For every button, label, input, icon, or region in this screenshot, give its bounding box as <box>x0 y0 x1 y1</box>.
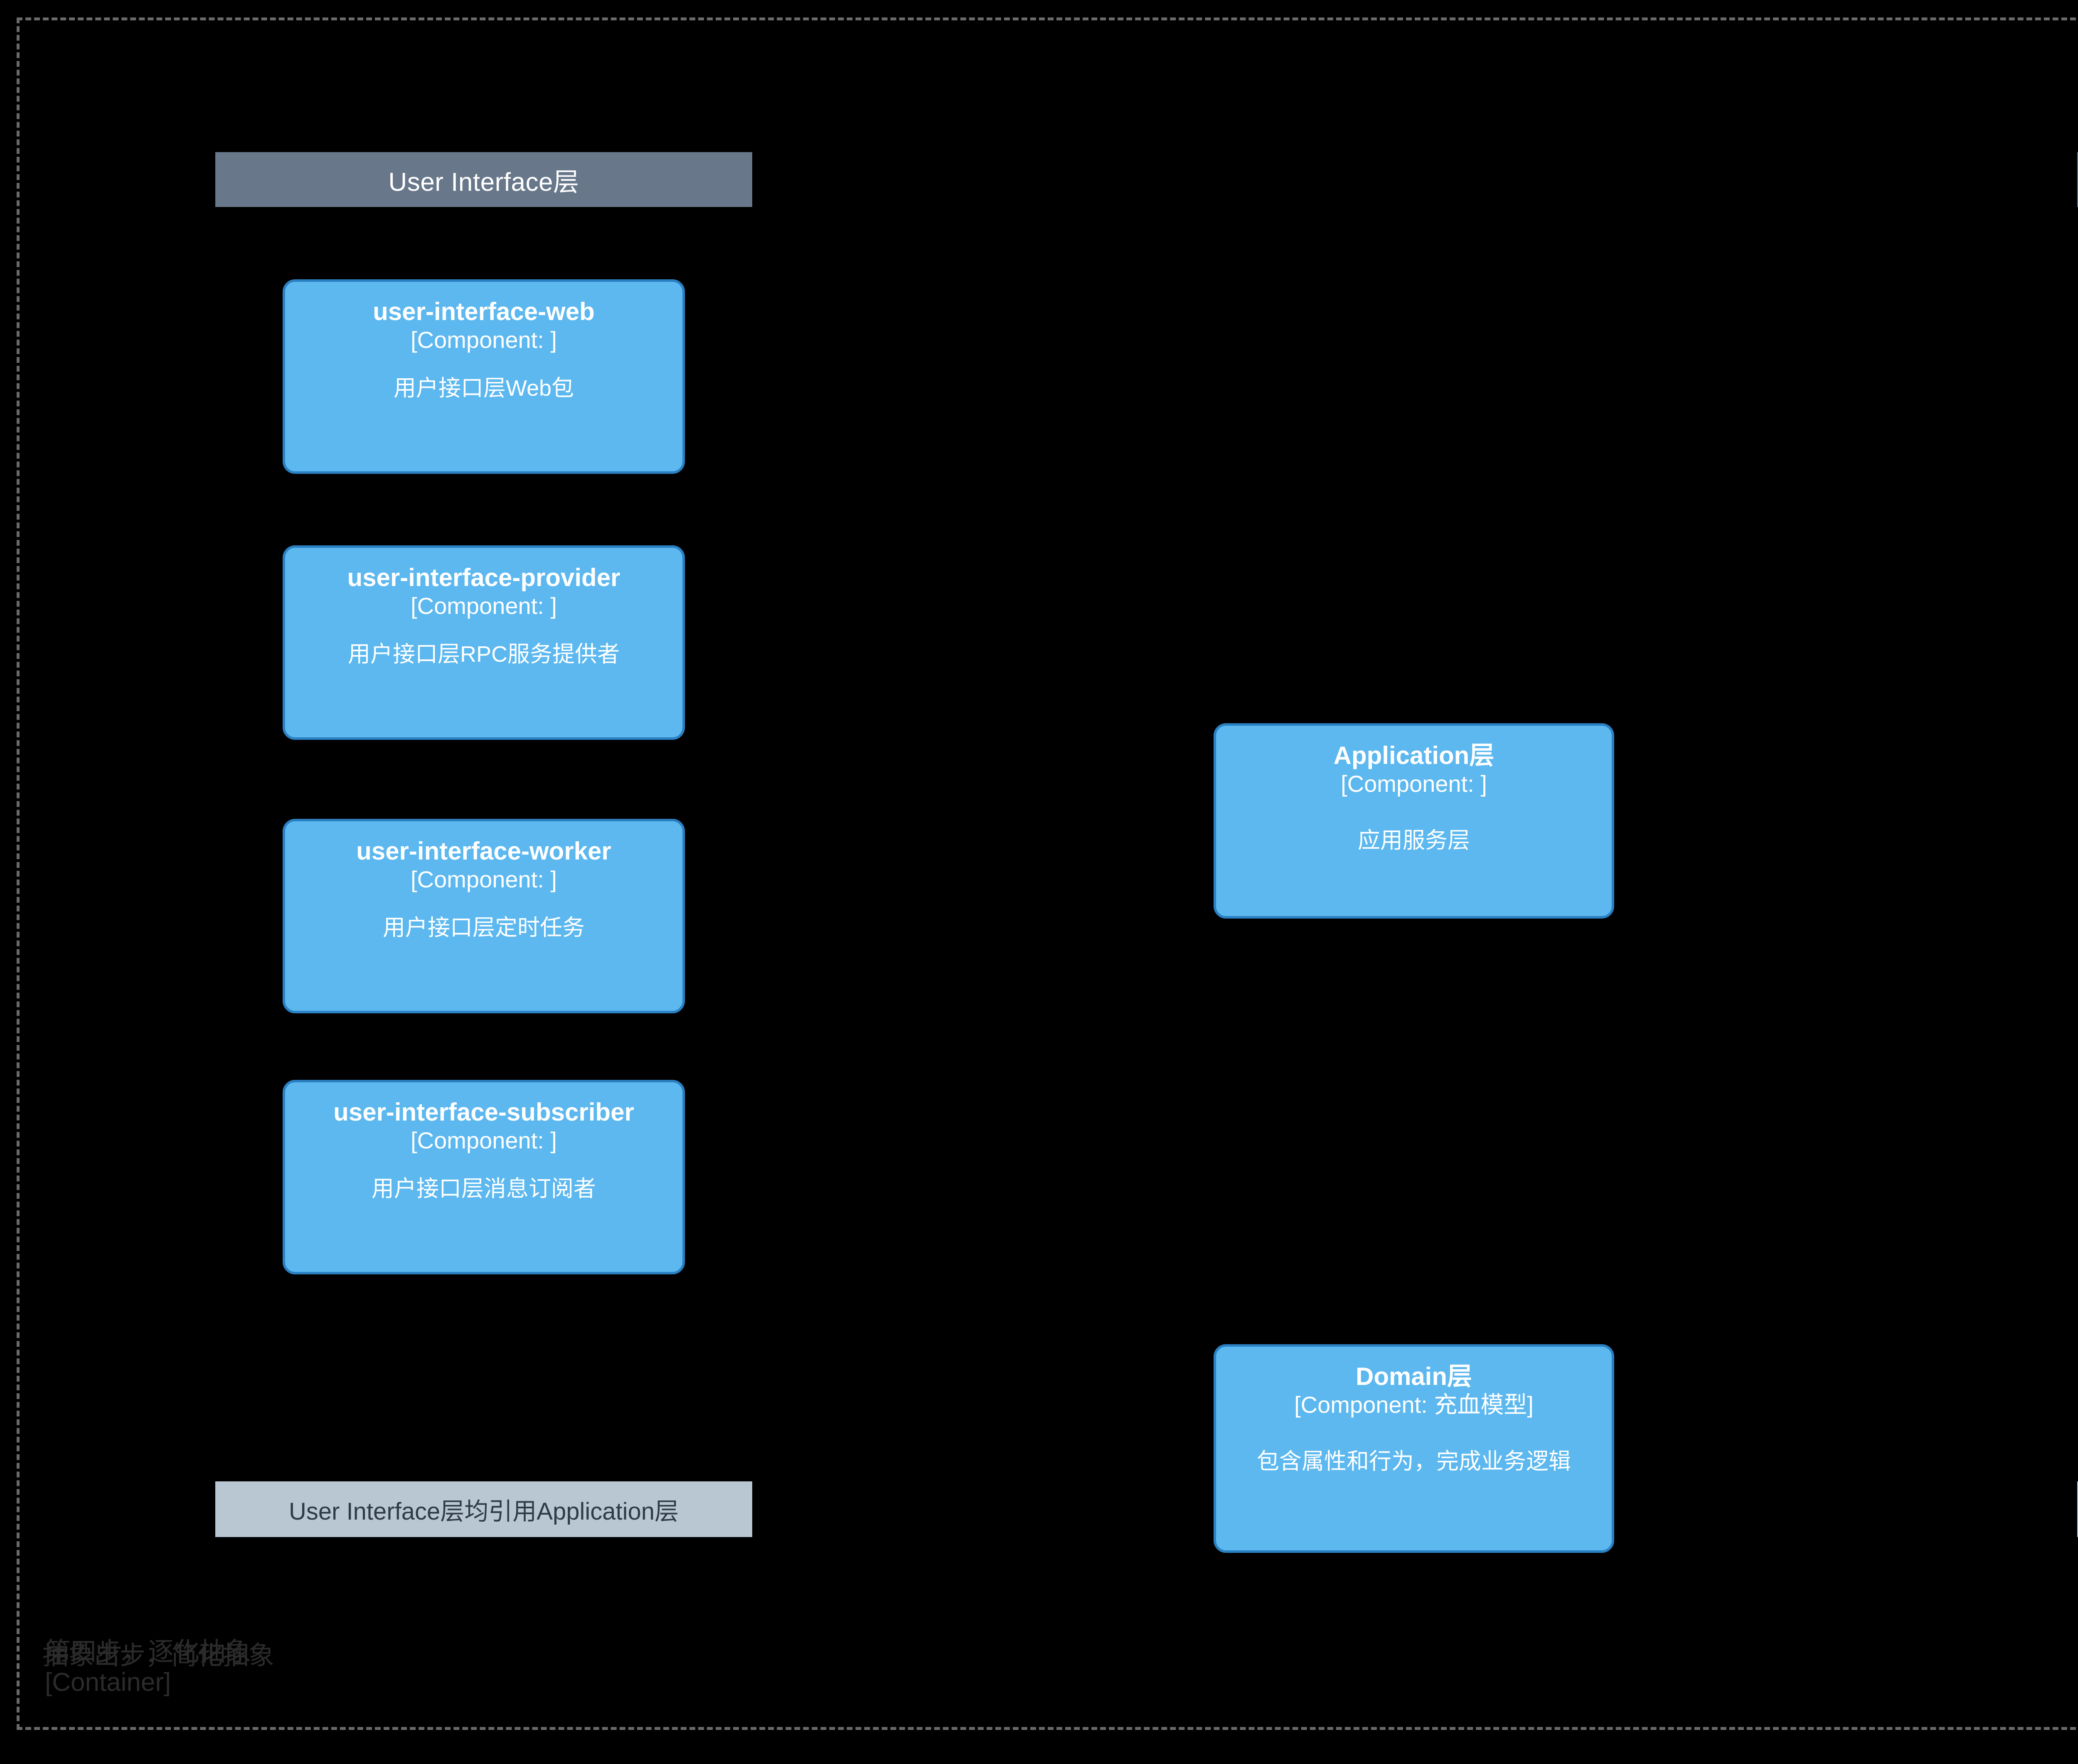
diagram-title-line-1-overlap: 抽象出步，简化抽象 <box>42 1641 275 1670</box>
component-user-interface-web[interactable]: user-interface-web [Component: ] 用户接口层We… <box>283 279 685 474</box>
component-description: 用户接口层RPC服务提供者 <box>347 641 620 667</box>
caption-label: User Interface层均引用Application层 <box>289 1498 679 1525</box>
component-type: [Component: ] <box>411 1127 557 1153</box>
caption-user-interface-to-application: User Interface层均引用Application层 <box>215 1481 752 1537</box>
diagram-title: 第四步，逐化抽象 抽象出步，简化抽象 [Container] <box>42 1637 668 1697</box>
component-description: 用户接口层定时任务 <box>383 915 585 940</box>
component-domain-layer[interactable]: Domain层 [Component: 充血模型] 包含属性和行为，完成业务逻辑 <box>1214 1344 1614 1553</box>
diagram-title-line-2-text: [Container] <box>45 1668 171 1697</box>
component-user-interface-subscriber[interactable]: user-interface-subscriber [Component: ] … <box>283 1080 685 1274</box>
diagram-title-line-2: [Container] <box>45 1667 668 1697</box>
component-application-layer[interactable]: Application层 [Component: ] 应用服务层 <box>1214 723 1614 919</box>
component-name: user-interface-web <box>373 298 595 325</box>
component-description: 用户接口层消息订阅者 <box>372 1176 596 1201</box>
diagram-title-line-1: 第四步，逐化抽象 抽象出步，简化抽象 <box>42 1637 668 1670</box>
component-name: user-interface-provider <box>347 564 620 591</box>
component-name: Application层 <box>1333 742 1494 769</box>
component-type: [Component: 充血模型] <box>1294 1391 1534 1418</box>
component-description: 应用服务层 <box>1358 828 1470 853</box>
component-description: 包含属性和行为，完成业务逻辑 <box>1257 1449 1571 1474</box>
diagram-title-line-1-text: 第四步，逐化抽象 <box>45 1638 251 1666</box>
layer-header-user-interface: User Interface层 <box>215 152 752 207</box>
caption-infrastructure-to-domain: Infrastructure层均引用Domain层 <box>2077 1481 2078 1537</box>
component-user-interface-provider[interactable]: user-interface-provider [Component: ] 用户… <box>283 545 685 740</box>
component-type: [Component: ] <box>411 592 557 619</box>
component-name: user-interface-subscriber <box>333 1098 634 1126</box>
component-type: [Component: ] <box>411 326 557 353</box>
component-type: [Component: ] <box>1341 770 1487 797</box>
component-name: user-interface-worker <box>356 837 611 865</box>
layer-header-user-interface-label: User Interface层 <box>388 168 579 197</box>
component-description: 用户接口层Web包 <box>393 375 574 401</box>
component-user-interface-worker[interactable]: user-interface-worker [Component: ] 用户接口… <box>283 819 685 1013</box>
component-name: Domain层 <box>1355 1362 1472 1390</box>
layer-header-infrastructure: Infrastructure层 <box>2077 152 2078 207</box>
component-type: [Component: ] <box>411 866 557 892</box>
